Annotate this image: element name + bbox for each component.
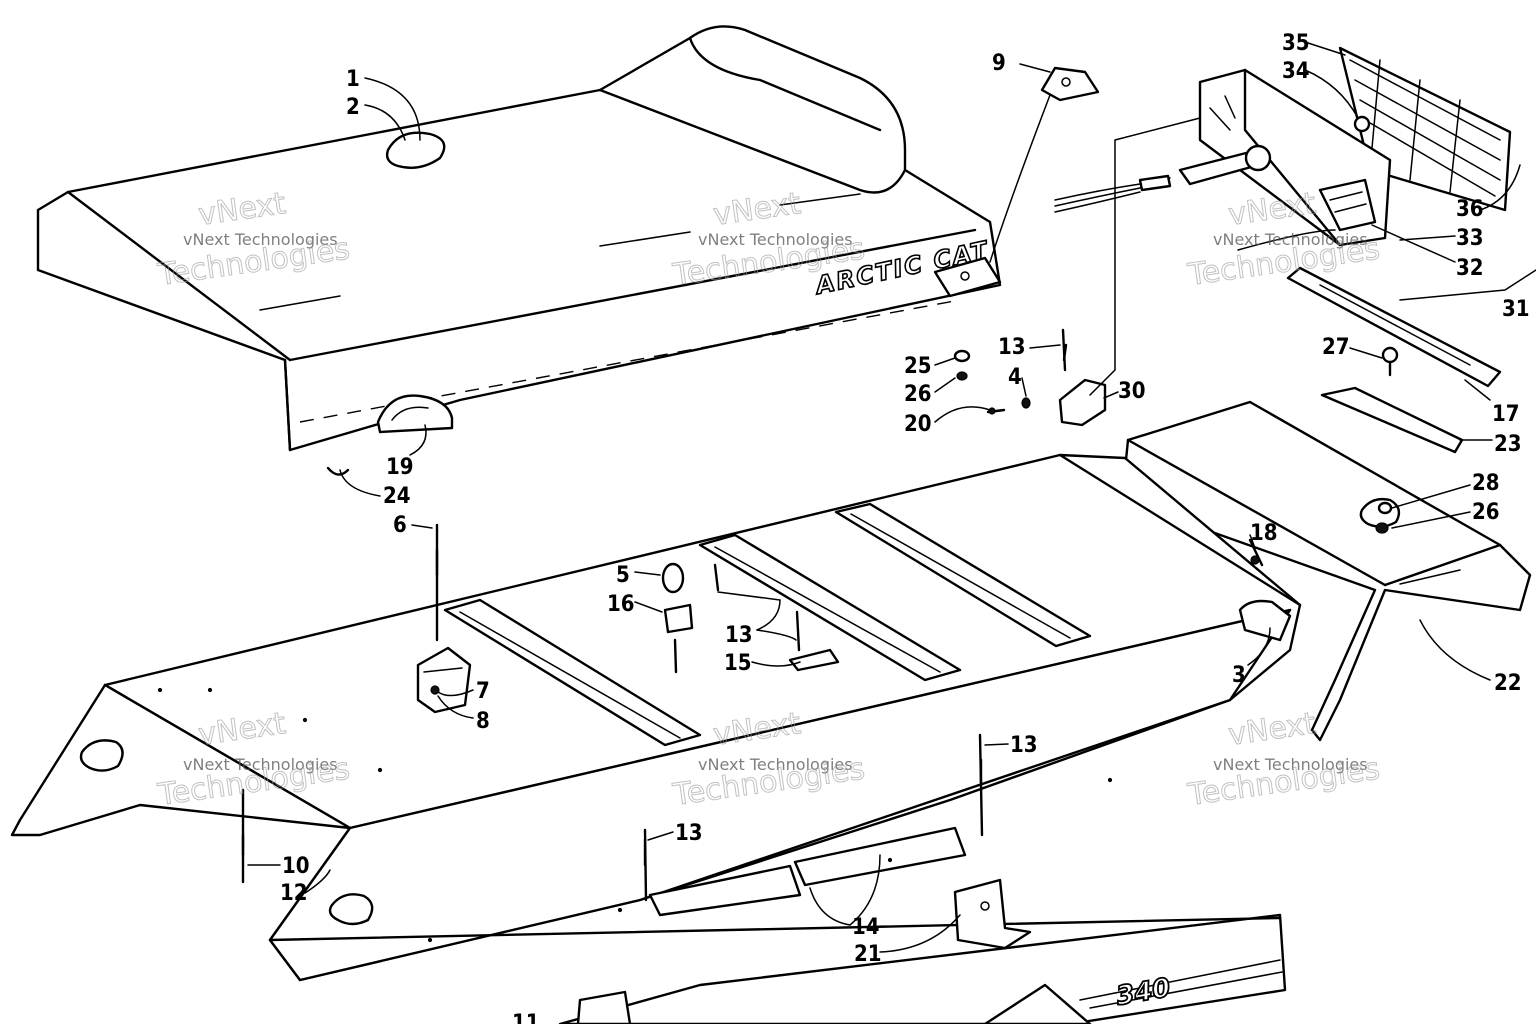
callout-19: 19	[386, 455, 414, 480]
seat-latch-plate	[933, 256, 1002, 298]
svg-text:vNext Technologies: vNext Technologies	[1213, 755, 1368, 774]
callout-2: 2	[346, 95, 360, 120]
tunnel-handle	[1238, 599, 1292, 642]
callout-36: 36	[1456, 197, 1484, 222]
callout-1: 1	[346, 67, 360, 92]
callout-26b: 26	[1472, 500, 1500, 525]
callout-23: 23	[1494, 432, 1522, 457]
callout-34: 34	[1282, 59, 1310, 84]
svg-text:vNext Technologies: vNext Technologies	[698, 230, 853, 249]
callout-16: 16	[607, 592, 635, 617]
callout-10: 10	[282, 854, 310, 879]
seat-handle	[376, 394, 454, 434]
taillight-bulb	[1353, 115, 1371, 133]
callout-3: 3	[1232, 663, 1246, 688]
callout-35: 35	[1282, 31, 1310, 56]
bracket-21[interactable]	[953, 878, 1032, 950]
callout-28: 28	[1472, 471, 1500, 496]
callout-9: 9	[992, 51, 1006, 76]
callout-13b: 13	[725, 623, 753, 648]
small-fasteners[interactable]	[241, 66, 1393, 902]
seat-emblem	[385, 131, 446, 169]
hitch-block	[416, 646, 472, 714]
callout-11: 11	[512, 1011, 540, 1024]
svg-text:vNext Technologies: vNext Technologies	[1213, 230, 1368, 249]
seat-assembly[interactable]: ARCTIC CAT	[36, 25, 1002, 476]
callout-32: 32	[1456, 256, 1484, 281]
callout-27: 27	[1322, 335, 1350, 360]
callout-24: 24	[383, 484, 411, 509]
panel-emblem-left	[328, 893, 374, 926]
callout-30: 30	[1118, 379, 1146, 404]
svg-text:vNext: vNext	[1226, 186, 1318, 233]
leader-lines	[247, 41, 1521, 953]
callout-12: 12	[280, 881, 308, 906]
bracket-23[interactable]	[1320, 386, 1464, 454]
callout-labels: 1 2 3 4 5 6 7 8 9 10 11 12 13 13 13 13 1…	[280, 31, 1530, 1024]
callout-33: 33	[1456, 226, 1484, 251]
svg-text:vNext Technologies: vNext Technologies	[183, 755, 338, 774]
callout-7: 7	[476, 679, 490, 704]
clip-24	[326, 466, 350, 476]
callout-25: 25	[904, 354, 932, 379]
svg-text:vNext: vNext	[1226, 706, 1318, 753]
side-rail[interactable]: 340	[268, 913, 1287, 1024]
callout-13a: 13	[998, 335, 1026, 360]
wiring-harness	[1054, 177, 1171, 201]
decal-strip[interactable]	[1286, 266, 1502, 388]
svg-text:vNext Technologies: vNext Technologies	[183, 230, 338, 249]
bolt-27[interactable]	[1381, 346, 1399, 377]
callout-13d: 13	[675, 821, 703, 846]
callout-13c: 13	[1010, 733, 1038, 758]
callout-20: 20	[904, 412, 932, 437]
callout-5: 5	[616, 563, 630, 588]
clip-16	[663, 603, 694, 634]
callout-18: 18	[1250, 521, 1278, 546]
tunnel-body[interactable]	[10, 453, 1302, 982]
callout-22: 22	[1494, 671, 1522, 696]
callout-31: 31	[1502, 297, 1530, 322]
callout-6: 6	[393, 513, 407, 538]
callout-17: 17	[1492, 402, 1520, 427]
callout-21: 21	[854, 942, 882, 967]
callout-26a: 26	[904, 382, 932, 407]
callout-14: 14	[852, 915, 880, 940]
taillight-assembly[interactable]	[1054, 46, 1536, 301]
svg-text:vNext Technologies: vNext Technologies	[698, 755, 853, 774]
callout-15: 15	[724, 651, 752, 676]
callout-4: 4	[1008, 365, 1022, 390]
grommet-5	[661, 562, 685, 594]
decal-15	[788, 648, 840, 672]
callout-8: 8	[476, 709, 490, 734]
flap-emblem-left	[79, 739, 124, 772]
